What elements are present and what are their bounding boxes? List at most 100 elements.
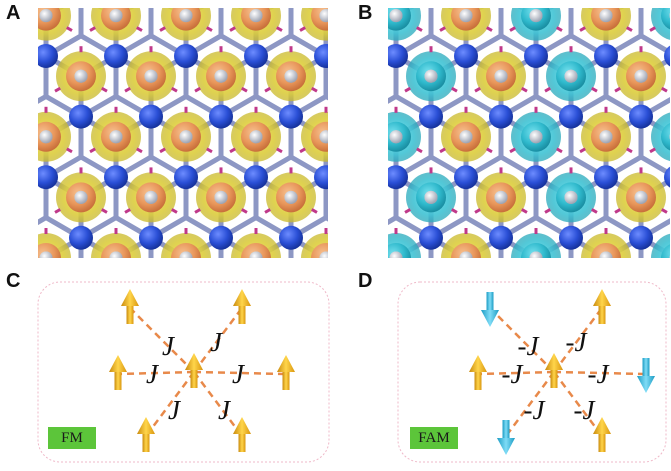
pink-bond: [89, 147, 96, 154]
exchange-path: [553, 371, 603, 437]
pink-bond: [451, 86, 458, 93]
pink-bond: [626, 26, 633, 32]
blue-nitrogen-atom: [454, 44, 478, 68]
small-grey-atom: [460, 373, 473, 386]
bond: [641, 278, 671, 298]
small-grey-atom: [39, 9, 53, 23]
spin-up-head: [109, 355, 127, 372]
pink-bond: [312, 452, 317, 455]
pink-bond: [102, 331, 107, 334]
pink-bond: [545, 452, 550, 455]
bond: [0, 177, 11, 197]
bond: [151, 298, 186, 318]
bond: [221, 278, 256, 298]
bond: [291, 399, 326, 419]
orange-metal-atom: [31, 364, 61, 394]
orange-metal-atom: [101, 243, 131, 258]
coupling-label: -J: [524, 395, 547, 425]
pink-bond: [312, 452, 317, 455]
small-grey-atom: [564, 312, 577, 325]
small-grey-atom: [319, 9, 328, 23]
bond: [291, 339, 326, 359]
exchange-path: [489, 307, 555, 373]
small-grey-atom: [284, 433, 297, 446]
bond: [116, 399, 151, 419]
small-grey-atom: [565, 312, 578, 325]
small-grey-atom: [425, 312, 438, 325]
small-grey-atom: [669, 255, 670, 258]
orange-metal-atom: [346, 304, 376, 334]
small-grey-atom: [179, 251, 193, 258]
small-grey-atom: [424, 312, 437, 325]
bond: [361, 339, 396, 359]
bond: [326, 399, 361, 419]
pink-bond: [416, 147, 423, 154]
pink-bond: [521, 86, 528, 93]
pink-bond: [277, 391, 282, 394]
blue-nitrogen-atom: [209, 225, 233, 250]
bond: [46, 278, 81, 298]
pink-bond: [650, 391, 655, 394]
pink-bond: [0, 28, 2, 31]
pink-bond: [382, 331, 387, 334]
pink-bond: [487, 270, 492, 273]
bond: [501, 298, 536, 318]
cyan-metal-atom: [556, 425, 586, 455]
spin-down-arrow-icon: [637, 358, 655, 393]
spin-up-shaft: [238, 434, 246, 452]
blue-nitrogen-atom: [279, 0, 303, 7]
bond: [256, 399, 291, 419]
small-grey-atom: [320, 373, 333, 386]
metal-atom-layer: [0, 8, 586, 455]
pink-bond: [55, 452, 60, 455]
bond: [0, 56, 11, 76]
small-grey-atom: [355, 312, 368, 325]
pink-bond: [276, 147, 283, 154]
yellow-density-lobe: [0, 51, 36, 101]
bond: [291, 339, 326, 359]
bond: [326, 298, 361, 318]
pink-bond: [124, 86, 131, 93]
bond: [361, 339, 396, 359]
small-grey-atom: [529, 251, 543, 258]
pink-bond: [335, 331, 340, 334]
pink-bond: [545, 331, 550, 334]
spin-up-arrow-icon: [137, 417, 155, 452]
orange-metal-atom: [241, 364, 271, 394]
blue-nitrogen-atom: [38, 44, 58, 68]
pink-bond: [405, 452, 410, 455]
small-grey-atom: [40, 373, 53, 386]
blue-nitrogen-atom: [629, 225, 653, 250]
small-grey-atom: [425, 312, 438, 325]
small-grey-atom: [284, 312, 297, 325]
pink-bond: [579, 26, 586, 32]
blue-nitrogen-atom: [388, 165, 408, 190]
spin-up-arrow-icon: [593, 417, 611, 452]
small-grey-atom: [4, 312, 17, 325]
orange-metal-atom: [556, 425, 586, 455]
small-grey-atom: [284, 312, 297, 325]
pink-bond: [264, 86, 271, 93]
bond: [256, 298, 291, 318]
bond: [323, 253, 328, 258]
small-grey-atom: [145, 312, 158, 325]
pink-bond: [615, 331, 620, 334]
bond: [638, 33, 670, 56]
pink-bond: [614, 208, 621, 214]
cyan-metal-atom: [416, 304, 446, 334]
cyan-metal-atom: [521, 243, 551, 258]
blue-nitrogen-atom: [384, 286, 408, 310]
spin-up-shaft: [126, 306, 134, 324]
pink-bond: [242, 452, 247, 455]
small-grey-atom: [564, 190, 578, 204]
bond: [641, 399, 671, 419]
pink-bond: [124, 208, 131, 214]
small-grey-atom: [4, 191, 17, 204]
orange-metal-atom: [416, 304, 446, 334]
pink-bond: [171, 86, 178, 93]
bond: [536, 298, 571, 318]
small-grey-atom: [634, 69, 648, 83]
bond: [291, 359, 326, 379]
small-grey-atom: [355, 312, 368, 325]
pink-bond: [264, 208, 271, 214]
